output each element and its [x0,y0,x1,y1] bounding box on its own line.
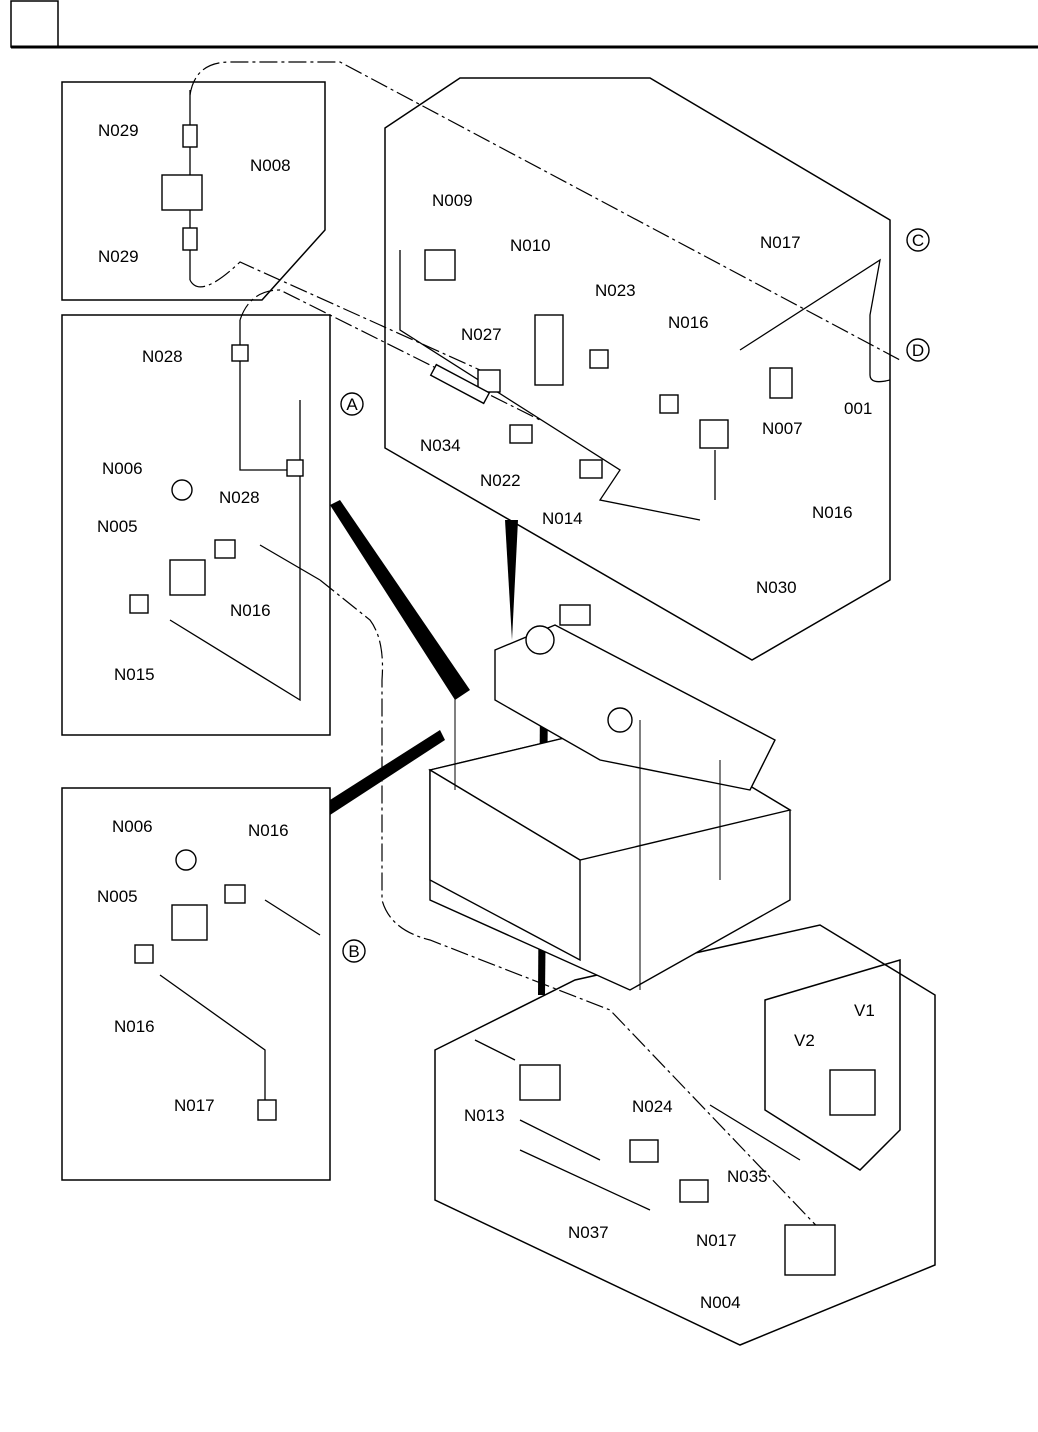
callout: N013 [464,1106,505,1125]
callout: N027 [461,325,502,344]
callout: N016 [668,313,709,332]
callout: N016 [812,503,853,522]
connector-b: B [343,940,365,962]
connector-d: D [907,339,929,361]
callout: N009 [432,191,473,210]
panel-bottom-left [62,788,330,1180]
callout: N037 [568,1223,609,1242]
callout: N004 [700,1293,741,1312]
callout: N022 [480,471,521,490]
callout: N028 [142,347,183,366]
callout: N015 [114,665,155,684]
callout: V2 [794,1031,815,1050]
callout: N016 [114,1017,155,1036]
callout: N005 [97,887,138,906]
callout: N010 [510,236,551,255]
callout: N034 [420,436,461,455]
callout: V1 [854,1001,875,1020]
callout: N008 [250,156,291,175]
callout: N017 [696,1231,737,1250]
callout: N030 [756,578,797,597]
leader-wedge [330,730,445,815]
header-box [11,1,58,47]
callout: N024 [632,1097,673,1116]
callout: N028 [219,488,260,507]
svg-text:D: D [912,341,924,360]
callout: N029 [98,247,139,266]
callout: N016 [230,601,271,620]
callout: N006 [112,817,153,836]
callout: N017 [760,233,801,252]
callout: N014 [542,509,583,528]
connector-c: C [907,229,929,251]
callouts-mid-left: N028 N006 N028 N005 N016 N015 [97,347,271,684]
callout: 001 [844,399,872,418]
svg-text:C: C [912,231,924,250]
callout: N023 [595,281,636,300]
leader-wedge [330,500,470,700]
svg-text:A: A [346,395,358,414]
machine-frame [430,605,790,990]
callout: N029 [98,121,139,140]
route-line [240,290,540,420]
svg-text:B: B [348,942,359,961]
callout: N035 [727,1167,768,1186]
callout: N005 [97,517,138,536]
callout: N016 [248,821,289,840]
callout: N007 [762,419,803,438]
callout: N006 [102,459,143,478]
connector-a: A [341,393,363,415]
callout: N017 [174,1096,215,1115]
panel-bottom-right [435,925,935,1345]
leader-wedge [505,520,518,640]
panel-valve-detail [765,960,900,1170]
